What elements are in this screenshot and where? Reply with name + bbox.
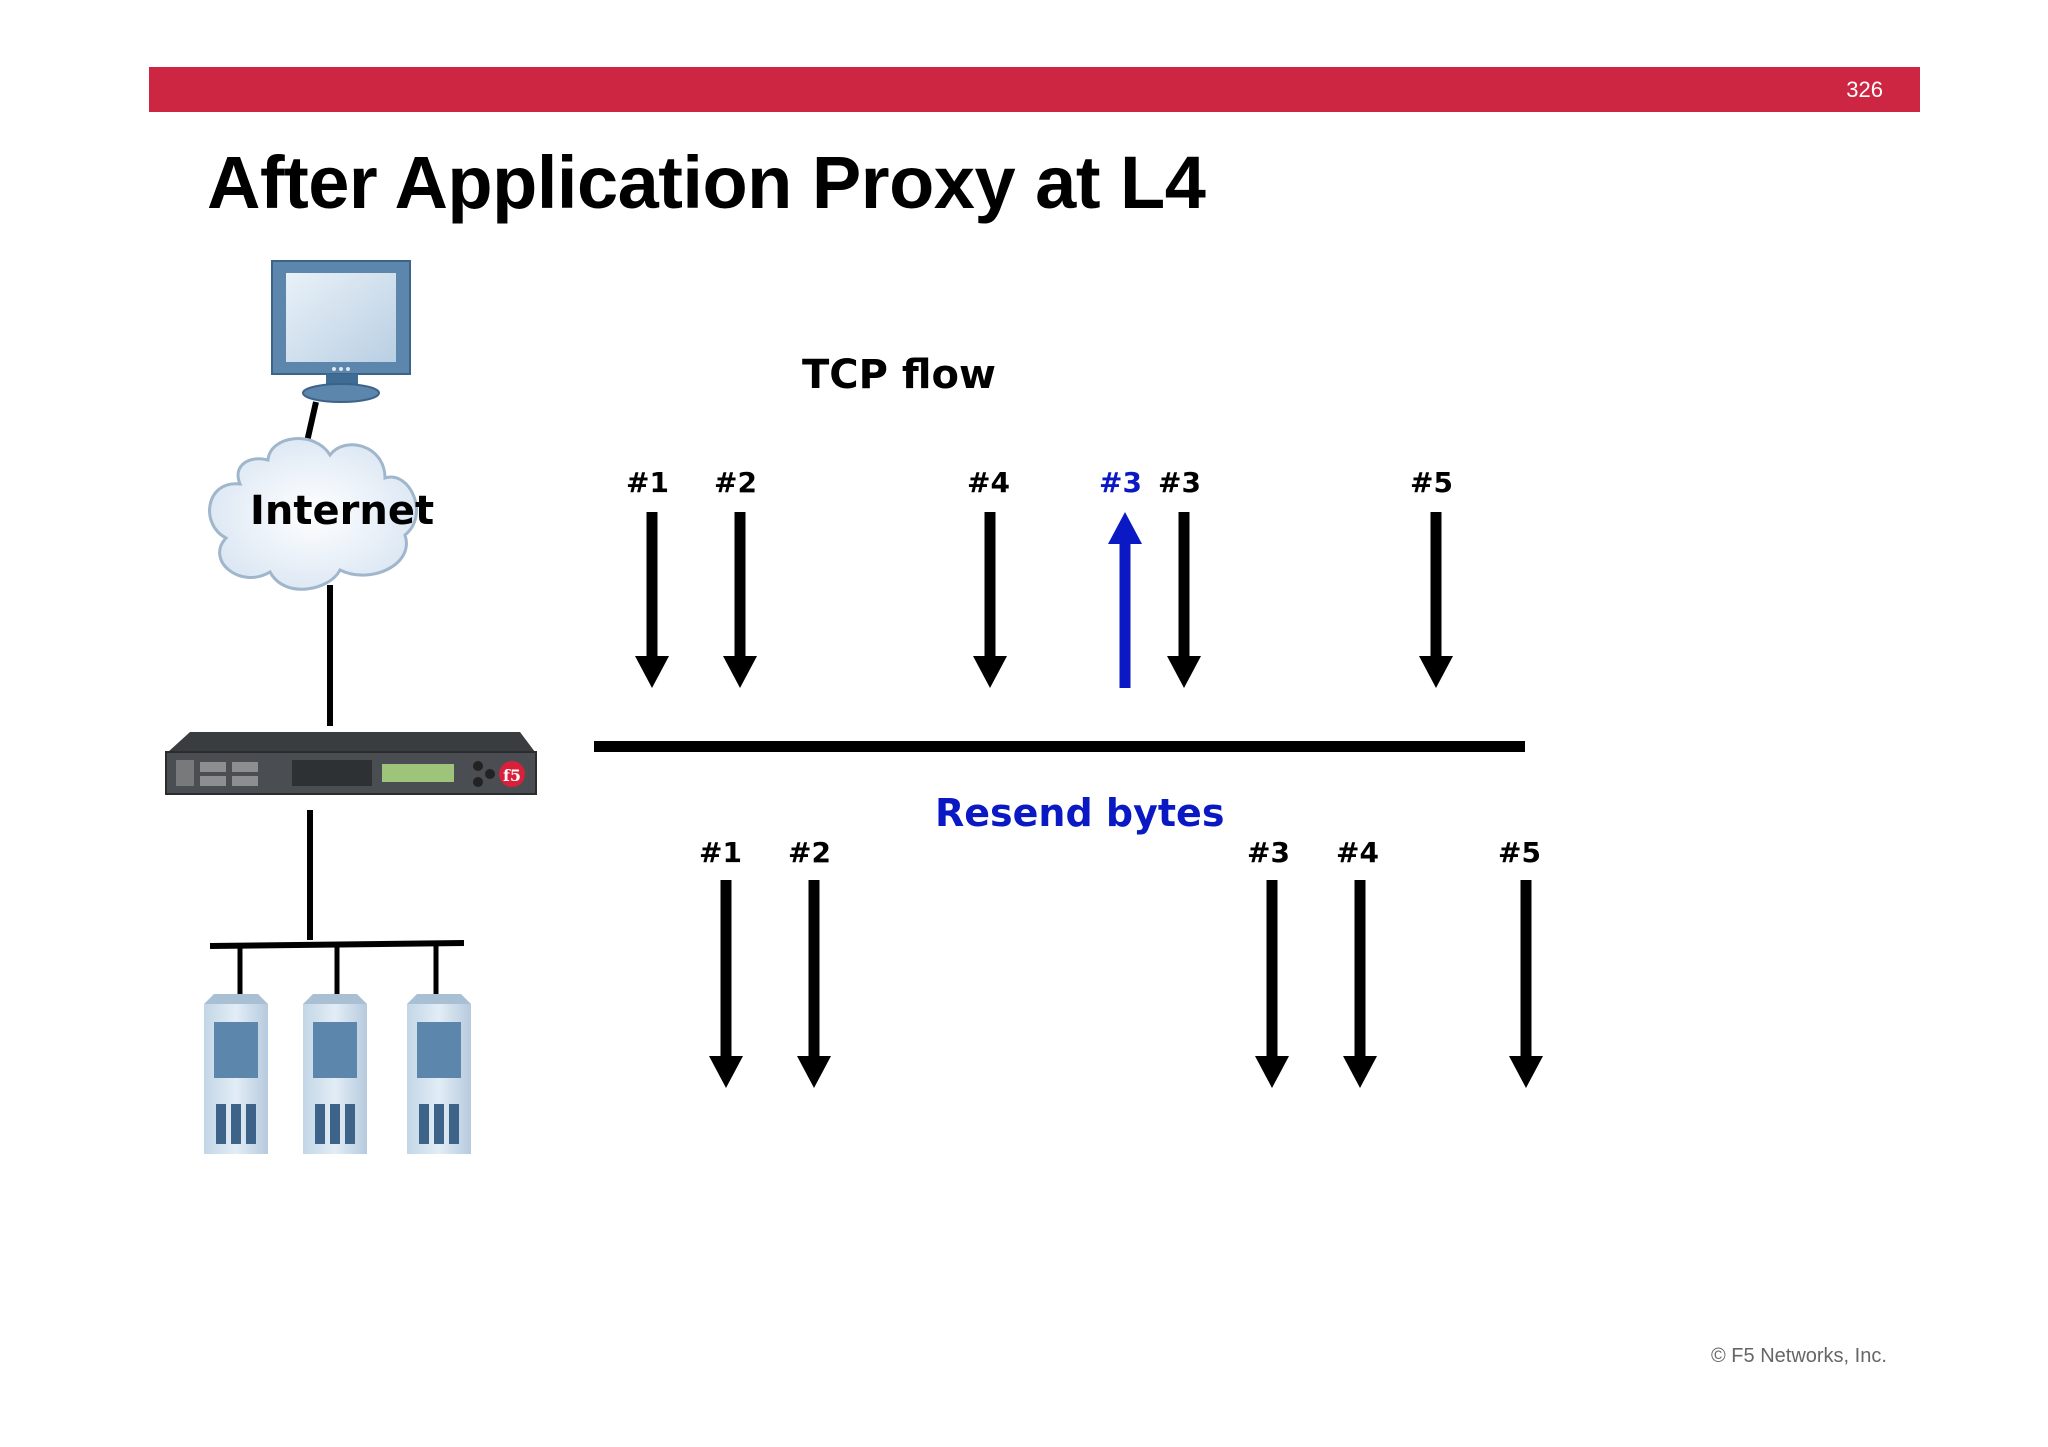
down-arrow-icon (723, 512, 757, 688)
server-icon (204, 994, 268, 1154)
timeline-bar (594, 741, 1525, 752)
header-bar: 326 (149, 67, 1920, 112)
packet-label: #4 (1336, 836, 1379, 869)
packet-label: #1 (626, 466, 669, 499)
packet-label: #2 (714, 466, 757, 499)
packet-label: #3 (1247, 836, 1290, 869)
svg-text:f5: f5 (503, 766, 521, 785)
down-arrow-icon (709, 880, 743, 1088)
down-arrow-icon (1167, 512, 1201, 688)
up-arrow-icon (1108, 512, 1142, 688)
down-arrow-icon (1255, 880, 1289, 1088)
packet-label: #4 (967, 466, 1010, 499)
internet-label: Internet (250, 488, 435, 534)
down-arrow-icon (635, 512, 669, 688)
packet-label: #5 (1498, 836, 1541, 869)
page-number: 326 (1846, 77, 1883, 102)
down-arrow-icon (1419, 512, 1453, 688)
server-icon (407, 994, 471, 1154)
packet-label: #3 (1099, 466, 1142, 499)
packet-label: #3 (1158, 466, 1201, 499)
resend-bytes-heading: Resend bytes (935, 791, 1225, 835)
tcp-flow-heading: TCP flow (802, 352, 996, 398)
internet-cloud-icon (208, 437, 418, 591)
down-arrow-icon (1509, 880, 1543, 1088)
computer-monitor-icon (271, 260, 411, 403)
down-arrow-icon (1343, 880, 1377, 1088)
packet-label: #1 (699, 836, 742, 869)
down-arrow-icon (973, 512, 1007, 688)
f5-appliance-icon: f5 (165, 732, 537, 795)
server-icon (303, 994, 367, 1154)
server-bus-line (209, 940, 465, 949)
down-arrow-icon (797, 880, 831, 1088)
copyright-notice: © F5 Networks, Inc. (1711, 1345, 1887, 1367)
packet-label: #5 (1410, 466, 1453, 499)
slide-title: After Application Proxy at L4 (207, 141, 1206, 224)
packet-label: #2 (788, 836, 831, 869)
